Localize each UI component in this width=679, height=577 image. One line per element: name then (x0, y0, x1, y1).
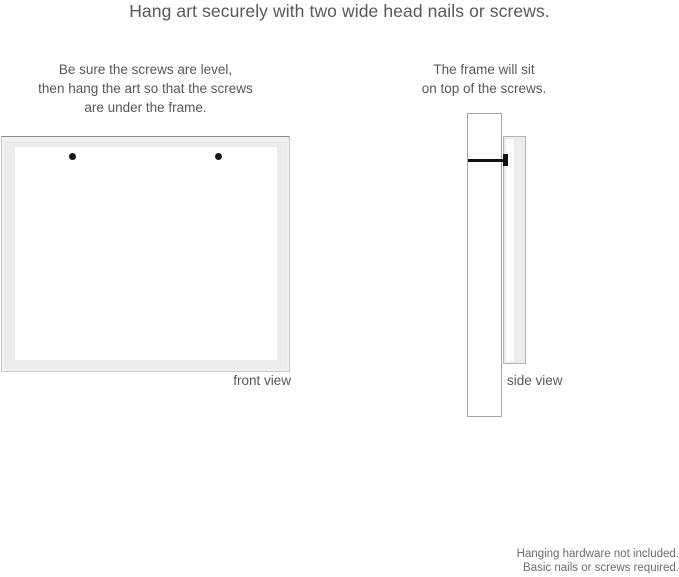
nail-shaft-icon (468, 159, 505, 162)
wall-shape (467, 113, 502, 417)
footer-disclaimer-line-2: Basic nails or screws required. (523, 562, 679, 574)
side-view-caption-line-2: on top of the screws. (421, 81, 547, 96)
screw-dot-right-icon (215, 153, 222, 160)
front-view-caption-line-3: are under the frame. (84, 100, 207, 115)
footer-disclaimer: Hanging hardware not included. Basic nai… (279, 547, 679, 575)
side-view-caption-line-1: The frame will sit (433, 62, 535, 77)
screw-dot-left-icon (69, 153, 76, 160)
front-view-caption-line-2: then hang the art so that the screws (38, 81, 253, 96)
front-view-diagram (1, 136, 290, 372)
front-view-caption-line-1: Be sure the screws are level, (58, 62, 233, 77)
side-view-diagram (440, 100, 600, 430)
side-view-label: side view (507, 373, 563, 388)
picture-frame-artwork-area (15, 147, 277, 360)
page-title: Hang art securely with two wide head nai… (129, 1, 550, 21)
side-frame-inner-highlight (506, 139, 514, 361)
front-view-caption: Be sure the screws are level, then hang … (0, 60, 291, 117)
side-view-caption: The frame will sit on top of the screws. (385, 60, 583, 98)
front-view-label: front view (233, 373, 291, 388)
nail-head-icon (503, 154, 508, 166)
footer-disclaimer-line-1: Hanging hardware not included. (516, 548, 679, 560)
